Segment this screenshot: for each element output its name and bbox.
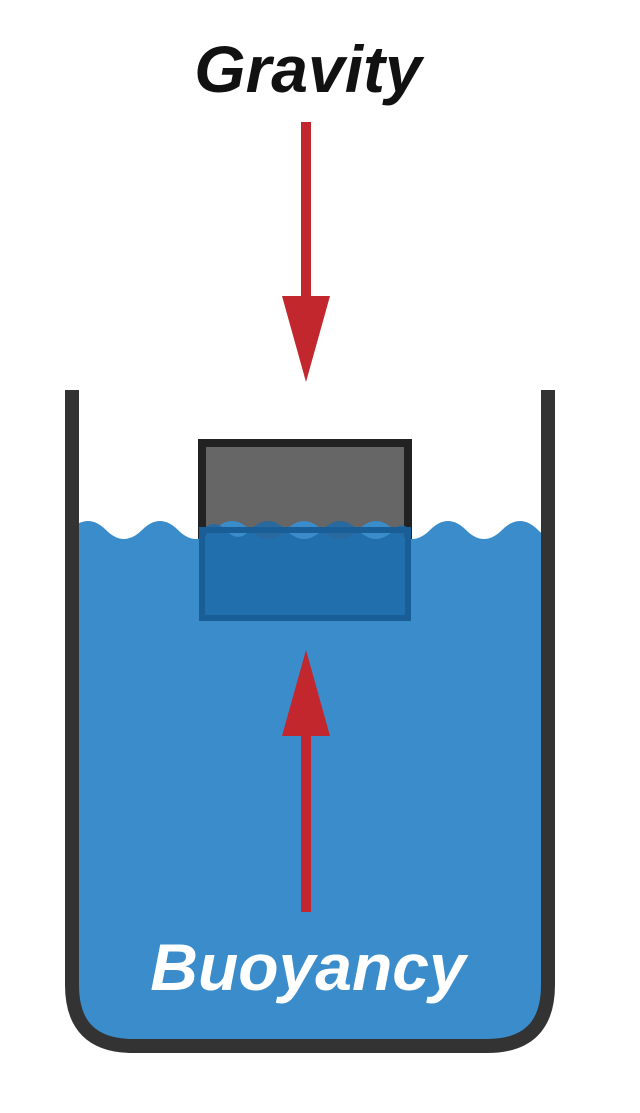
gravity-arrow-icon [282,122,330,382]
container [65,390,555,1053]
water [78,521,542,1040]
buoyancy-label: Buoyancy [150,930,469,1004]
submerged-block-part [202,521,408,618]
gravity-label: Gravity [194,32,425,106]
buoyancy-arrow-icon [282,650,330,912]
submerged-block-outline [199,527,411,621]
